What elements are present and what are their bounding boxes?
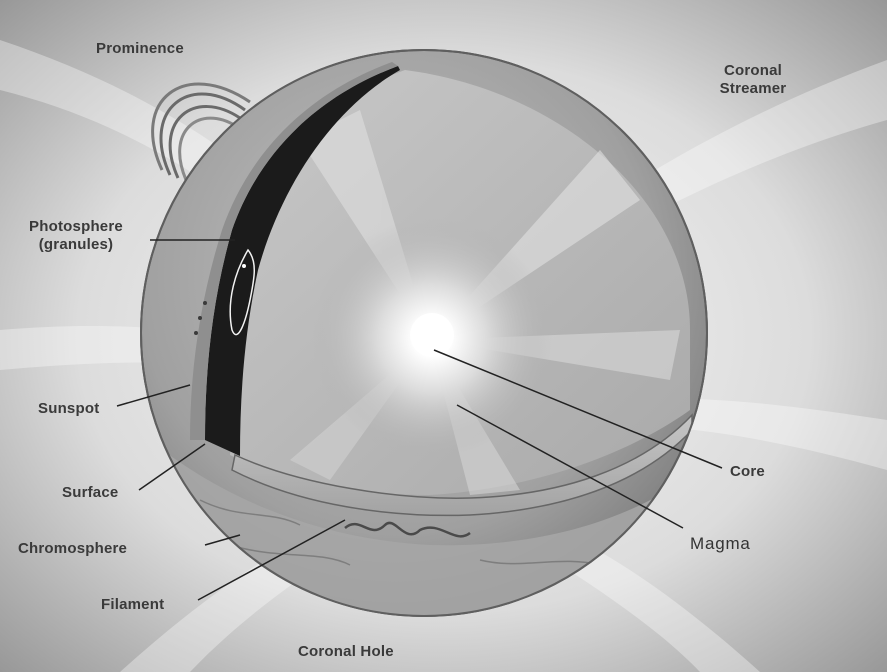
sunspot-label: Sunspot [38,400,99,418]
core [410,313,454,357]
filament-label: Filament [101,596,164,614]
coronal-streamer-line2: Streamer [712,80,794,98]
magma-label: Magma [690,535,751,553]
core-label: Core [730,463,765,481]
sunspot-dot [242,264,246,268]
coronal-streamer-line1: Coronal [712,62,794,80]
surface-label: Surface [62,484,118,502]
chromosphere-label: Chromosphere [18,540,127,558]
prominence-label: Prominence [96,40,184,58]
coronal-streamer-label: Coronal Streamer [712,62,794,98]
photosphere-label: Photosphere (granules) [14,218,138,254]
photosphere-line1: Photosphere [14,218,138,236]
coronal-hole-label: Coronal Hole [298,643,394,661]
photosphere-line2: (granules) [14,236,138,254]
